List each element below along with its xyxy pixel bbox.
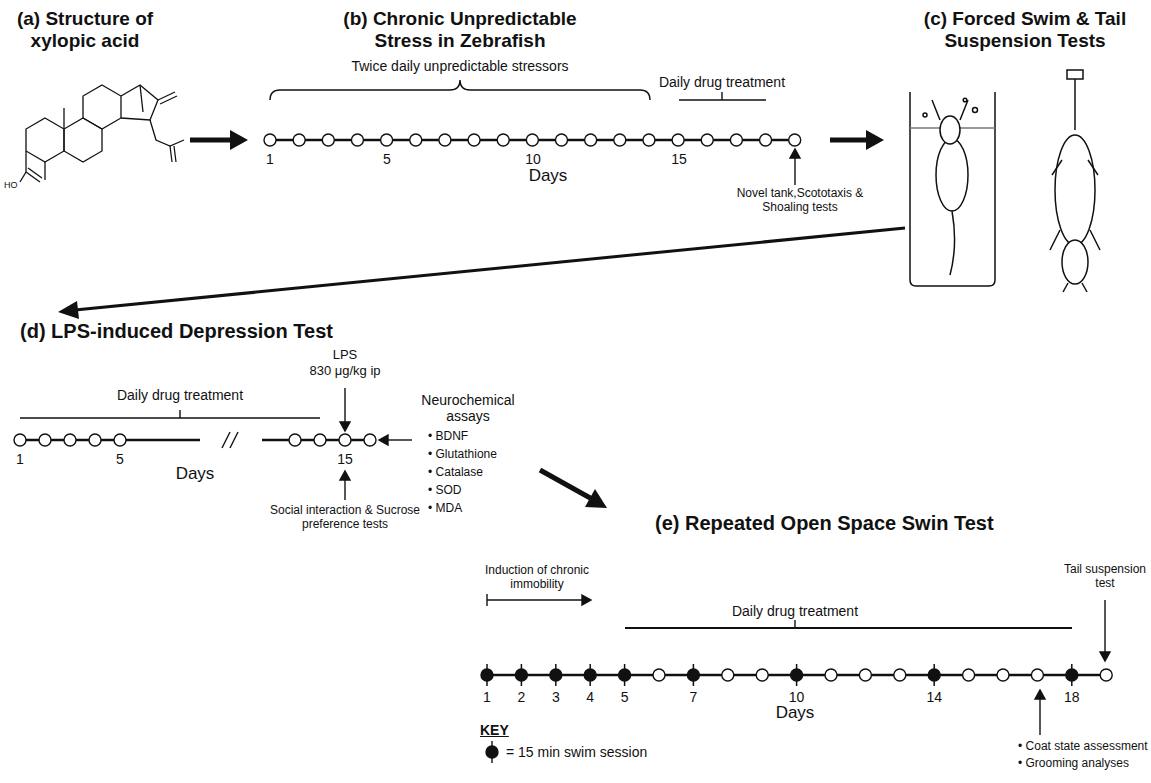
- day-marker: [39, 434, 51, 446]
- day-number: 7: [689, 689, 697, 705]
- timeline-d: [20, 388, 412, 500]
- day-number: 14: [926, 689, 942, 705]
- day-marker: [730, 134, 742, 146]
- panel-title: (a) Structure of xylopic acid: [0, 8, 173, 52]
- day-marker: [701, 134, 713, 146]
- day-marker: [672, 134, 684, 146]
- day-marker: [997, 669, 1009, 681]
- injection-label: 830 μg/kg ip: [309, 364, 380, 379]
- timeline-b: [270, 80, 800, 185]
- assay-item: • MDA: [428, 502, 462, 516]
- day-marker: [859, 669, 871, 681]
- day-marker: [322, 134, 334, 146]
- phase-label: Daily drug treatment: [659, 74, 785, 90]
- day-number: 3: [552, 689, 560, 705]
- day-marker: [789, 134, 801, 146]
- day-marker: [1100, 669, 1112, 681]
- day-marker: [722, 669, 734, 681]
- day-marker: [526, 134, 538, 146]
- assay-heading: Neurochemical assays: [411, 392, 526, 424]
- day-number: 18: [1064, 689, 1080, 705]
- day-number: 15: [671, 151, 687, 167]
- day-marker: [114, 434, 126, 446]
- day-number: 15: [337, 451, 353, 467]
- day-marker: [894, 669, 906, 681]
- day-marker: [687, 669, 699, 681]
- day-marker: [653, 669, 665, 681]
- day-marker: [760, 134, 772, 146]
- day-marker: [439, 134, 451, 146]
- day-marker: [481, 669, 493, 681]
- assay-item: • Catalase: [428, 466, 483, 480]
- day-number: 5: [116, 451, 124, 467]
- day-marker: [293, 134, 305, 146]
- timeline-e: [486, 594, 1110, 763]
- day-marker: [468, 134, 480, 146]
- day-number: 1: [266, 151, 274, 167]
- phase-label: Daily drug treatment: [732, 603, 858, 619]
- flow-arrows: [58, 130, 905, 508]
- day-marker: [264, 134, 276, 146]
- test-note: Novel tank,Scototaxis & Shoaling tests: [725, 187, 875, 215]
- day-marker: [339, 434, 351, 446]
- day-marker: [381, 134, 393, 146]
- day-marker: [497, 134, 509, 146]
- day-marker: [14, 434, 26, 446]
- test-note: Tail suspension test: [1060, 563, 1150, 591]
- assessment-item: • Coat state assessment: [1018, 740, 1148, 754]
- assay-item: • SOD: [428, 484, 462, 498]
- day-marker: [556, 134, 568, 146]
- axis-label: Days: [529, 166, 568, 186]
- day-marker: [351, 134, 363, 146]
- day-marker: [364, 434, 376, 446]
- assay-item: • Glutathione: [428, 448, 497, 462]
- day-number: 1: [16, 451, 24, 467]
- day-marker: [643, 134, 655, 146]
- day-number: 5: [383, 151, 391, 167]
- day-marker: [289, 434, 301, 446]
- timeline-marks: [14, 134, 1112, 686]
- day-marker: [410, 134, 422, 146]
- molecule: [20, 85, 184, 182]
- day-marker: [756, 669, 768, 681]
- key-heading: KEY: [480, 722, 509, 738]
- test-illustrations: [910, 70, 1100, 292]
- panel-title: (e) Repeated Open Space Swin Test: [655, 512, 994, 535]
- day-number: 2: [517, 689, 525, 705]
- day-marker: [550, 669, 562, 681]
- injection-label: LPS: [333, 348, 358, 363]
- phase-label: Twice daily unpredictable stressors: [351, 58, 568, 74]
- day-marker: [89, 434, 101, 446]
- day-number: 4: [586, 689, 594, 705]
- day-marker: [584, 669, 596, 681]
- day-marker: [928, 669, 940, 681]
- day-number: 10: [789, 689, 805, 705]
- assessment-item: • Grooming analyses: [1018, 757, 1129, 771]
- phase-label: Daily drug treatment: [117, 387, 243, 403]
- day-marker: [1031, 669, 1043, 681]
- day-marker: [585, 134, 597, 146]
- day-marker: [614, 134, 626, 146]
- day-marker: [515, 669, 527, 681]
- panel-title: (b) Chronic Unpredictable Stress in Zebr…: [315, 8, 605, 52]
- panel-title: (d) LPS-induced Depression Test: [20, 320, 333, 343]
- test-note: Social interaction & Sucrose preference …: [260, 504, 430, 532]
- assay-item: • BDNF: [428, 430, 468, 444]
- day-number: 10: [525, 151, 541, 167]
- day-number: 5: [621, 689, 629, 705]
- day-marker: [1066, 669, 1078, 681]
- day-marker: [963, 669, 975, 681]
- day-marker: [791, 669, 803, 681]
- day-number: 1: [483, 689, 491, 705]
- axis-label: Days: [176, 464, 215, 484]
- day-marker: [825, 669, 837, 681]
- day-marker: [64, 434, 76, 446]
- panel-title: (c) Forced Swim & Tail Suspension Tests: [900, 8, 1150, 52]
- day-marker: [314, 434, 326, 446]
- atom-label: HO: [4, 180, 18, 190]
- day-marker: [619, 669, 631, 681]
- phase-label: Induction of chronic immobility: [472, 564, 602, 592]
- legend-text: = 15 min swim session: [506, 744, 647, 760]
- axis-label: Days: [776, 703, 815, 723]
